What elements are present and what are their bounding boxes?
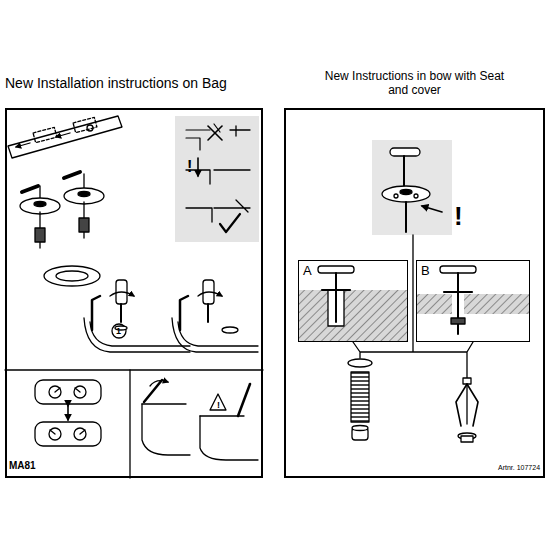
warning-mark: !	[217, 401, 220, 410]
instruction-panel: New Instructions in bow with Seat and co…	[284, 70, 545, 478]
panel-frame	[5, 108, 263, 478]
callout-number: 1	[116, 327, 121, 336]
drawing-code: MA81	[9, 461, 36, 471]
attention-mark: !	[187, 159, 192, 175]
detail-letter: B	[417, 263, 434, 280]
instruction-panel: New Installation instructions on Bag	[5, 75, 263, 478]
detail-box: B	[416, 260, 530, 342]
panel-heading: New Installation instructions on Bag	[5, 75, 263, 91]
detail-letter: A	[299, 263, 316, 280]
panel-heading: New Instructions in bow with Seat and co…	[315, 70, 515, 98]
panel-frame	[284, 108, 545, 478]
article-number: Artnr. 107724	[498, 464, 540, 471]
attention-mark: !	[454, 203, 463, 229]
detail-box: A	[298, 260, 408, 342]
